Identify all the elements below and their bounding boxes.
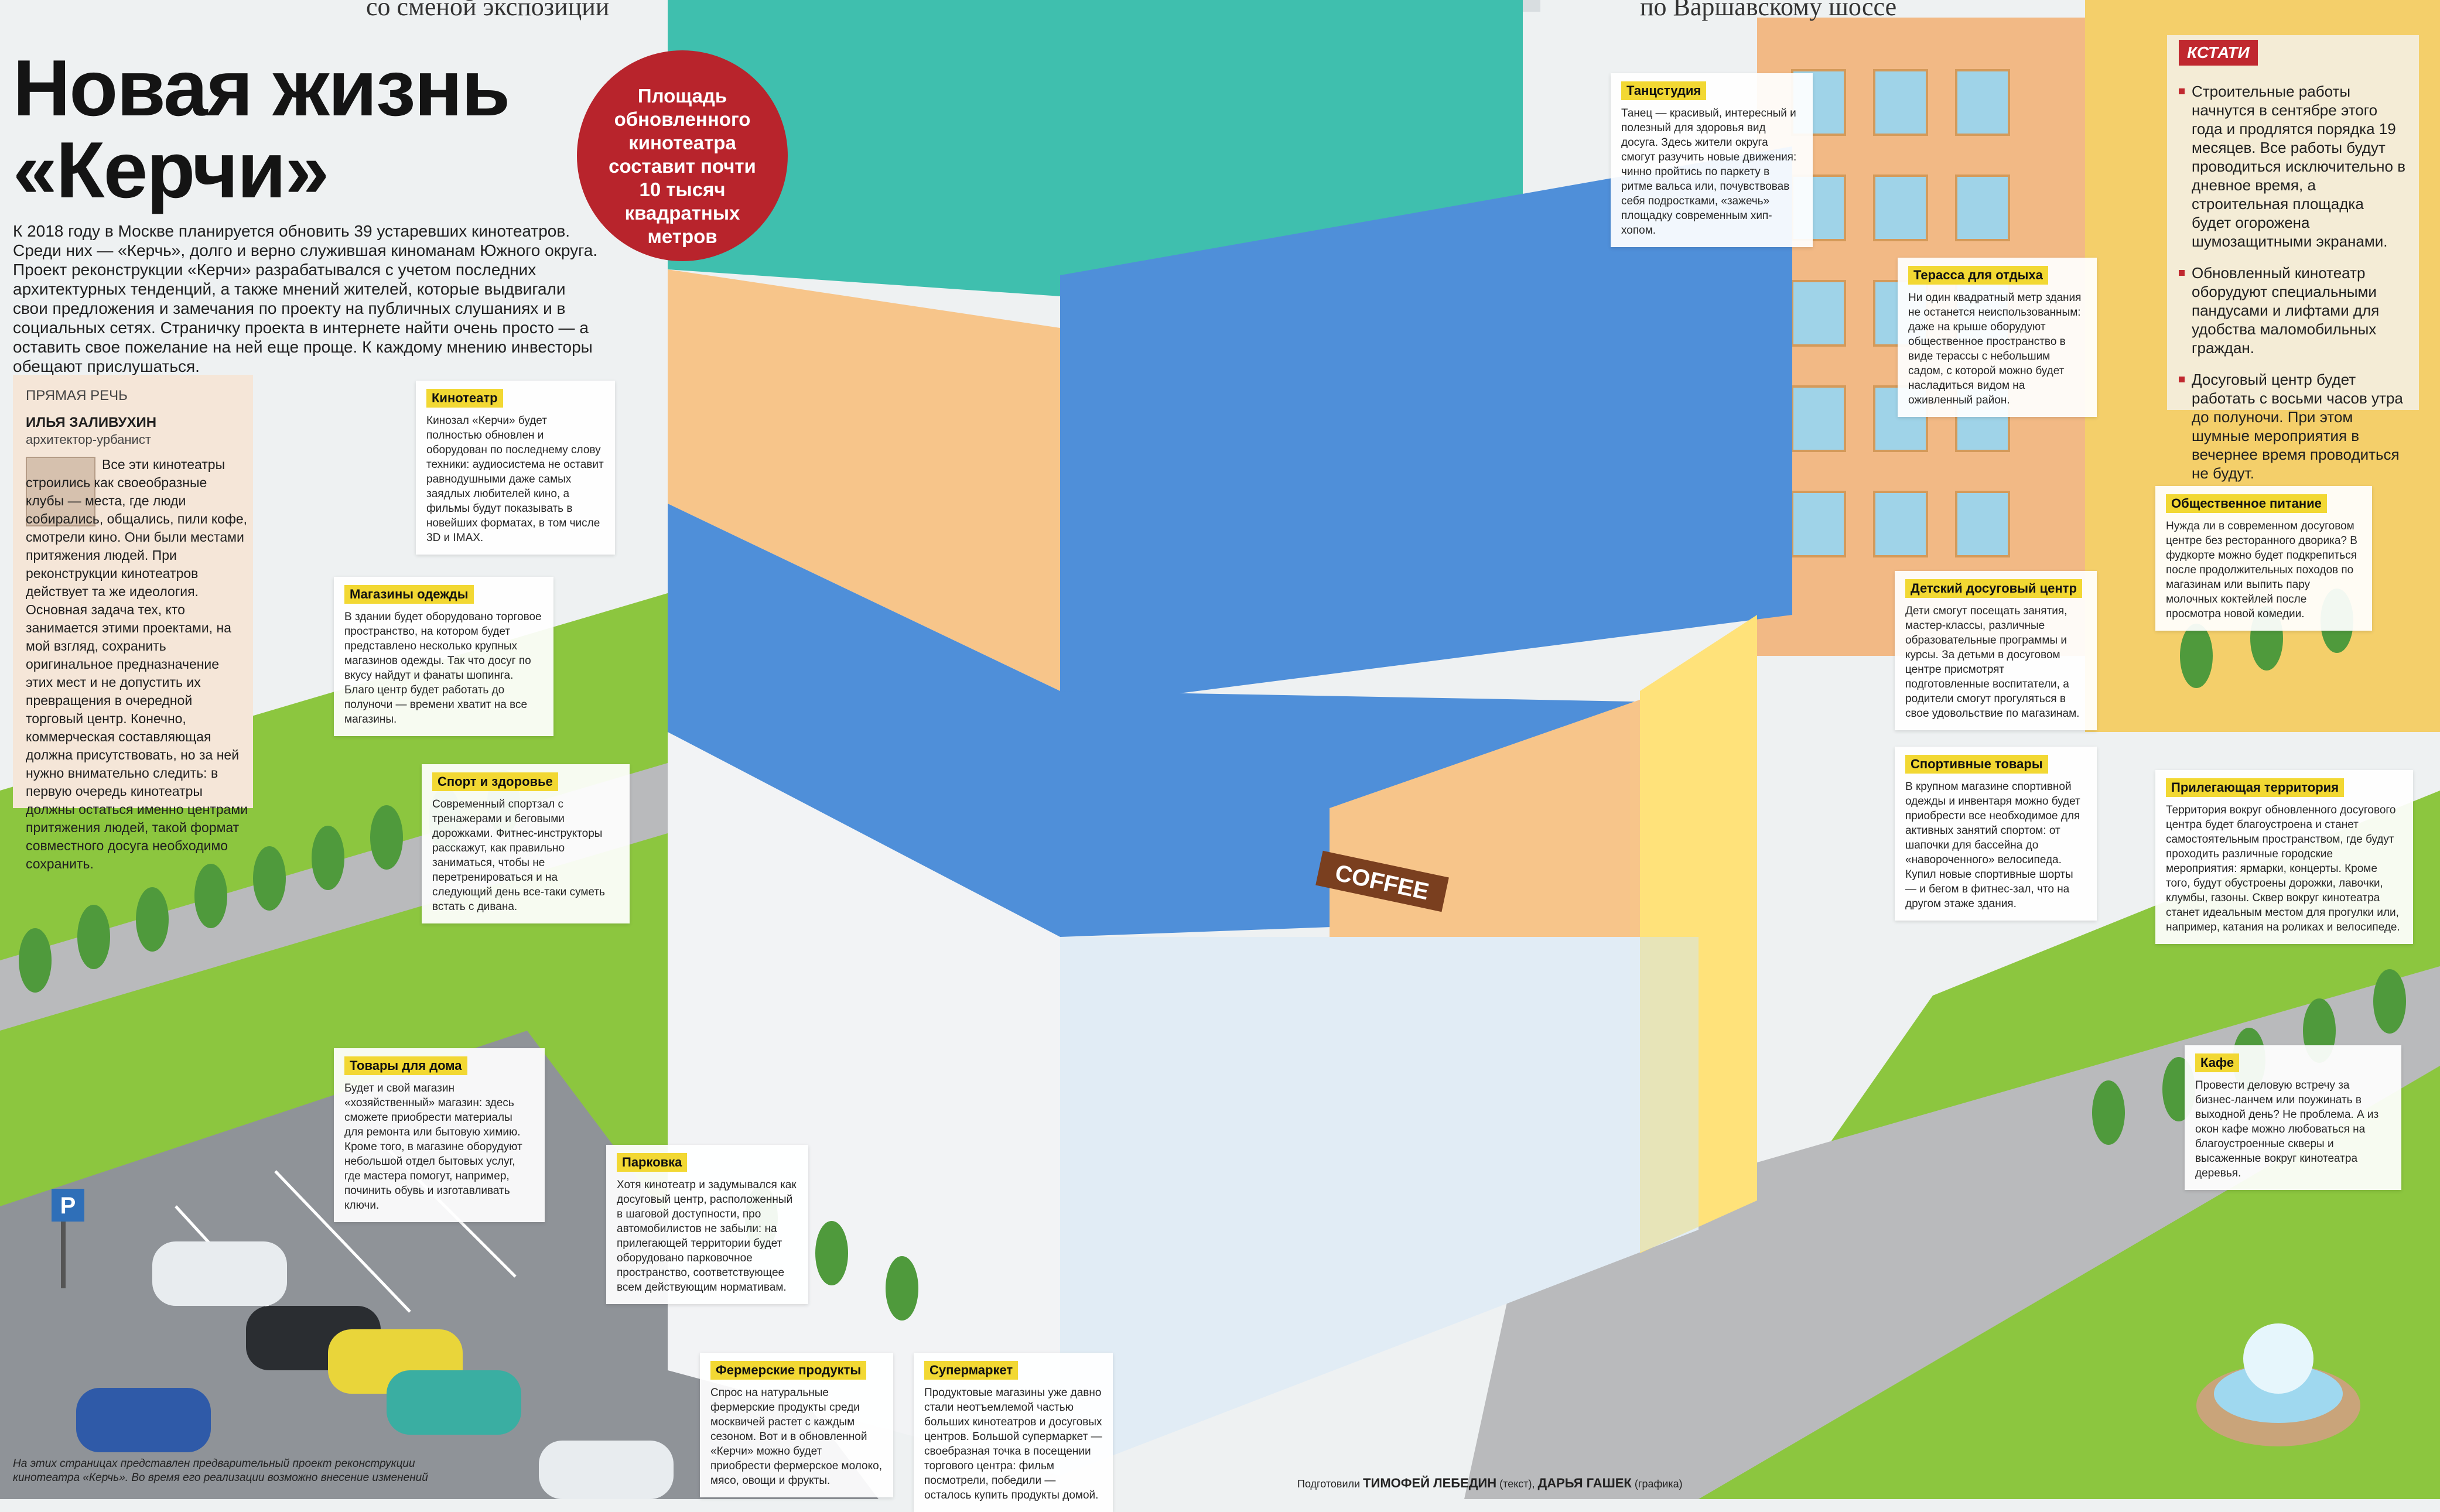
callout-cinema: Кинотеатр Кинозал «Керчи» будет полность… <box>416 381 615 555</box>
badge-line: Площадь <box>637 85 727 107</box>
parking-lot <box>0 1031 879 1499</box>
speaker-role: архитектор-урбанист <box>26 432 151 447</box>
callout-title: Товары для дома <box>344 1056 467 1075</box>
callout-title: Парковка <box>617 1153 688 1172</box>
sidebar-kicker: КСТАТИ <box>2179 40 2258 66</box>
callout-text: В крупном магазине спортивной одежды и и… <box>1905 781 2080 910</box>
callout-parking: Парковка Хотя кинотеатр и задумывался ка… <box>606 1145 808 1304</box>
top-caption-left: со сменой экспозиции <box>366 0 610 21</box>
sidebar-item: Строительные работы начнутся в сентябре … <box>2179 82 2407 251</box>
footnote: На этих страницах представлен предварите… <box>13 1458 428 1484</box>
badge-line: обновленного <box>614 108 751 130</box>
callout-cafe: Кафе Провести деловую встречу за бизнес-… <box>2185 1045 2401 1190</box>
callout-title: Кинотеатр <box>426 389 503 408</box>
speaker-avatar <box>26 457 95 526</box>
title-line-2: «Керчи» <box>13 125 329 214</box>
callout-title: Супермаркет <box>924 1361 1019 1380</box>
callout-text: Провести деловую встречу за бизнес-ланче… <box>2195 1079 2379 1179</box>
callout-title: Магазины одежды <box>344 585 474 604</box>
direct-speech-box: ПРЯМАЯ РЕЧЬ ИЛЬЯ ЗАЛИВУХИН архитектор-ур… <box>13 375 253 871</box>
callout-title: Спортивные товары <box>1905 755 2048 774</box>
callout-text: Продуктовые магазины уже давно стали нео… <box>924 1387 1102 1501</box>
badge-line: составит почти <box>609 155 756 177</box>
cars <box>76 1241 674 1499</box>
callout-title: Спорт и здоровье <box>432 772 558 791</box>
quote-text: Все эти кинотеатры строились как своеобр… <box>26 457 248 871</box>
callout-text: Ни один квадратный метр здания не остане… <box>1908 292 2082 406</box>
badge-line: квадратных <box>624 202 740 224</box>
credits: Подготовили ТИМОФЕЙ ЛЕБЕДИН (текст), ДАР… <box>1297 1476 1683 1491</box>
callout-supermarket: Супермаркет Продуктовые магазины уже дав… <box>914 1353 1113 1512</box>
area-badge: Площадь обновленного кинотеатра составит… <box>577 50 788 261</box>
callout-text: Спрос на натуральные фермерские продукты… <box>710 1387 882 1487</box>
callout-home-goods: Товары для дома Будет и свой магазин «хо… <box>334 1048 545 1222</box>
callout-text: В здании будет оборудовано торговое прос… <box>344 611 542 726</box>
floor-shops <box>668 269 1060 691</box>
callout-farm-products: Фермерские продукты Спрос на натуральные… <box>700 1353 893 1497</box>
callout-food-court: Общественное питание Нужда ли в современ… <box>2155 486 2372 631</box>
callout-sport: Спорт и здоровье Современный спортзал с … <box>422 764 630 923</box>
sidebar-item: Досуговый центр будет работать с восьми … <box>2179 370 2407 483</box>
by-the-way-sidebar: КСТАТИ Строительные работы начнутся в се… <box>2167 35 2419 482</box>
top-caption-right: по Варшавскому шоссе <box>1640 0 1897 21</box>
callout-sport-goods: Спортивные товары В крупном магазине спо… <box>1895 747 2097 921</box>
callout-text: Танец — красивый, интересный и полезный … <box>1621 107 1797 237</box>
callout-text: Будет и свой магазин «хозяйственный» маг… <box>344 1082 522 1212</box>
callout-kids-center: Детский досуговый центр Дети смогут посе… <box>1895 571 2097 730</box>
title-line-1: Новая жизнь <box>13 43 510 132</box>
badge-line: 10 тысяч <box>639 179 726 200</box>
sidebar-item: Обновленный кинотеатр оборудуют специаль… <box>2179 264 2407 357</box>
callout-clothing: Магазины одежды В здании будет оборудова… <box>334 577 553 736</box>
callout-title: Детский досуговый центр <box>1905 579 2082 598</box>
callout-text: Кинозал «Керчи» будет полностью обновлен… <box>426 415 604 544</box>
credits-prefix: Подготовили <box>1297 1478 1361 1490</box>
badge-line: кинотеатра <box>628 132 736 153</box>
callout-title: Кафе <box>2195 1053 2240 1072</box>
callout-title: Прилегающая территория <box>2166 778 2345 797</box>
fountain <box>2196 1323 2360 1446</box>
direct-speech-header: ПРЯМАЯ РЕЧЬ <box>26 388 128 403</box>
glass-facade <box>1060 937 1699 1476</box>
speaker-name: ИЛЬЯ ЗАЛИВУХИН <box>26 415 157 430</box>
callout-terrace: Терасса для отдыха Ни один квадратный ме… <box>1898 258 2097 417</box>
credits-role-1: (текст), <box>1499 1478 1535 1490</box>
callout-text: Хотя кинотеатр и задумывался как досугов… <box>617 1179 797 1294</box>
sidebar-list: Строительные работы начнутся в сентябре … <box>2179 82 2407 495</box>
page-title: Новая жизнь «Керчи» <box>13 47 517 211</box>
callout-title: Фермерские продукты <box>710 1361 867 1380</box>
callout-dance-studio: Танцстудия Танец — красивый, интересный … <box>1611 73 1813 247</box>
credits-role-2: (графика) <box>1634 1478 1683 1490</box>
parking-sign-label: P <box>60 1193 76 1219</box>
callout-title: Танцстудия <box>1621 81 1707 100</box>
credits-author-2: ДАРЬЯ ГАШЕК <box>1537 1476 1632 1490</box>
callout-text: Современный спортзал с тренажерами и бег… <box>432 798 605 913</box>
callout-text: Нужда ли в современном досуговом центре … <box>2166 520 2357 620</box>
callout-title: Терасса для отдыха <box>1908 266 2048 285</box>
floor-terrace <box>1060 146 1792 709</box>
callout-text: Территория вокруг обновленного досуговог… <box>2166 804 2400 933</box>
credits-author-1: ТИМОФЕЙ ЛЕБЕДИН <box>1363 1476 1497 1490</box>
intro-paragraph: К 2018 году в Москве планируется обновит… <box>13 222 598 375</box>
callout-title: Общественное питание <box>2166 494 2327 513</box>
callout-surrounding-area: Прилегающая территория Территория вокруг… <box>2155 770 2413 944</box>
callout-text: Дети смогут посещать занятия, мастер-кла… <box>1905 605 2080 720</box>
badge-line: метров <box>647 225 717 247</box>
parking-sign: P <box>52 1189 84 1288</box>
